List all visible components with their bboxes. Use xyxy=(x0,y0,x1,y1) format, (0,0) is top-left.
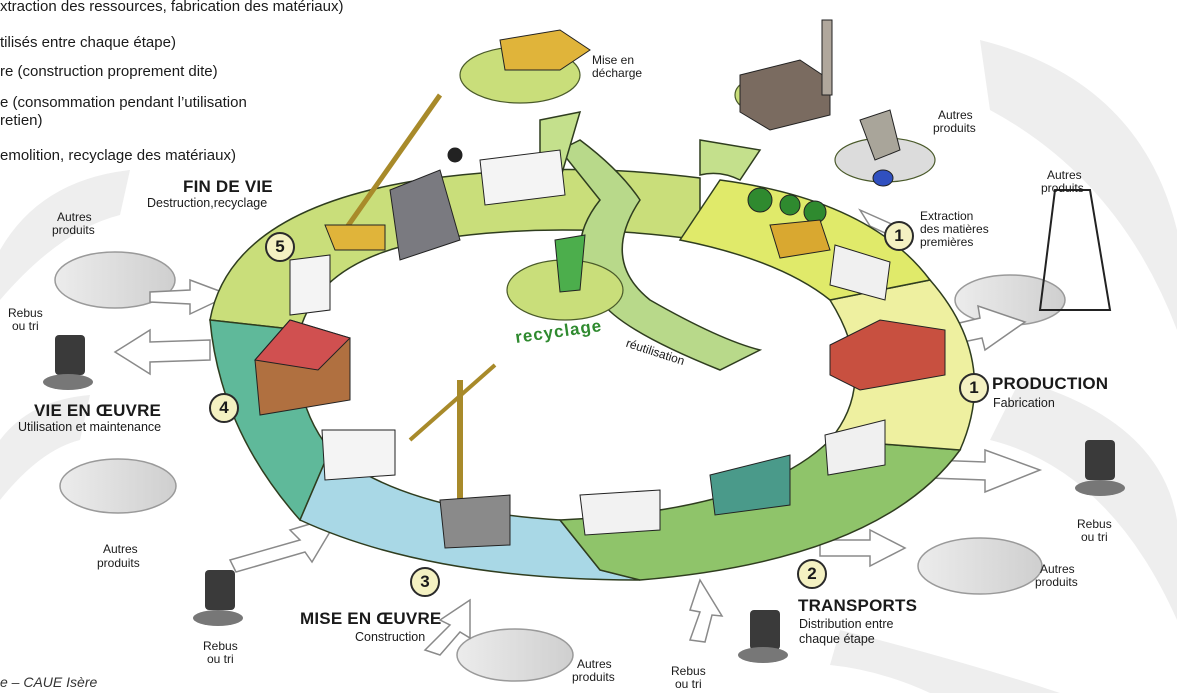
phase-production-subtitle: Fabrication xyxy=(993,396,1055,410)
autres-label-5b: produits xyxy=(1035,575,1078,589)
phase-transports-title: TRANSPORTS xyxy=(798,596,918,615)
extraction-label-1: Extraction xyxy=(920,209,974,223)
decharge-label: décharge xyxy=(592,66,643,80)
autres-label-4b: produits xyxy=(97,556,140,570)
phase-production-title: PRODUCTION xyxy=(992,374,1109,393)
rebus-label-4a: Rebus xyxy=(671,664,706,678)
rebus-label-2b: ou tri xyxy=(1081,530,1108,544)
autres-label-4a: Autres xyxy=(103,542,138,556)
phase-transports-subtitle-2: chaque étape xyxy=(799,632,875,646)
autres-label-5a: Autres xyxy=(1040,562,1075,576)
legend-line-3: re (construction proprement dite) xyxy=(0,63,218,80)
autres-label-2a: Autres xyxy=(1047,168,1082,182)
mise-en-label: Mise en xyxy=(592,53,635,67)
phase-fin-de-vie-subtitle: Destruction,recyclage xyxy=(147,196,268,210)
legend-line-2: tilisés entre chaque étape) xyxy=(0,34,176,51)
autres-label-6b: produits xyxy=(572,670,615,684)
phase-4-badge: 4 xyxy=(209,393,239,423)
legend-line-6: emolition, recyclage des matériaux) xyxy=(0,147,236,164)
phase-mise-en-oeuvre-title: MISE EN ŒUVRE xyxy=(300,609,442,628)
autres-label-3b: produits xyxy=(52,223,95,237)
phase-fin-de-vie-title: FIN DE VIE xyxy=(183,177,273,196)
phase-mise-en-oeuvre-subtitle: Construction xyxy=(355,630,426,644)
legend-line-1: xtraction des ressources, fabrication de… xyxy=(0,0,344,15)
autres-label-6a: Autres xyxy=(577,657,612,671)
trash-bins xyxy=(43,335,1125,663)
phase-1-extraction-badge: 1 xyxy=(884,221,914,251)
rebus-label-1b: ou tri xyxy=(12,319,39,333)
autres-label-1b: produits xyxy=(933,121,976,135)
autres-label-2b: produits xyxy=(1041,181,1084,195)
grey-arrows xyxy=(113,208,1043,656)
life-cycle-ring xyxy=(209,111,976,581)
phase-1-production-badge: 1 xyxy=(959,373,989,403)
phase-5-badge: 5 xyxy=(265,232,295,262)
phase-3-badge: 3 xyxy=(410,567,440,597)
phase-transports-subtitle-1: Distribution entre xyxy=(799,617,894,631)
phase-vie-en-oeuvre-subtitle: Utilisation et maintenance xyxy=(18,420,162,434)
phase-vie-en-oeuvre-title: VIE EN ŒUVRE xyxy=(34,401,162,420)
autres-label-1a: Autres xyxy=(938,108,973,122)
extraction-label-3: premières xyxy=(920,235,974,249)
autres-label-3a: Autres xyxy=(57,210,92,224)
rebus-label-4b: ou tri xyxy=(675,677,702,691)
rebus-label-3b: ou tri xyxy=(207,652,234,666)
illustrations xyxy=(254,19,1112,549)
extraction-label-2: des matières xyxy=(920,222,989,236)
rebus-label-2a: Rebus xyxy=(1077,517,1112,531)
credit-text: e – CAUE Isère xyxy=(0,674,98,690)
background-arrows xyxy=(0,40,1177,693)
rebus-label-1a: Rebus xyxy=(8,306,43,320)
rebus-label-3a: Rebus xyxy=(203,639,238,653)
grey-cycles xyxy=(54,251,1066,682)
phase-2-badge: 2 xyxy=(797,559,827,589)
legend-line-4: e (consommation pendant l’utilisation xyxy=(0,94,247,111)
legend-line-5: retien) xyxy=(0,112,43,129)
